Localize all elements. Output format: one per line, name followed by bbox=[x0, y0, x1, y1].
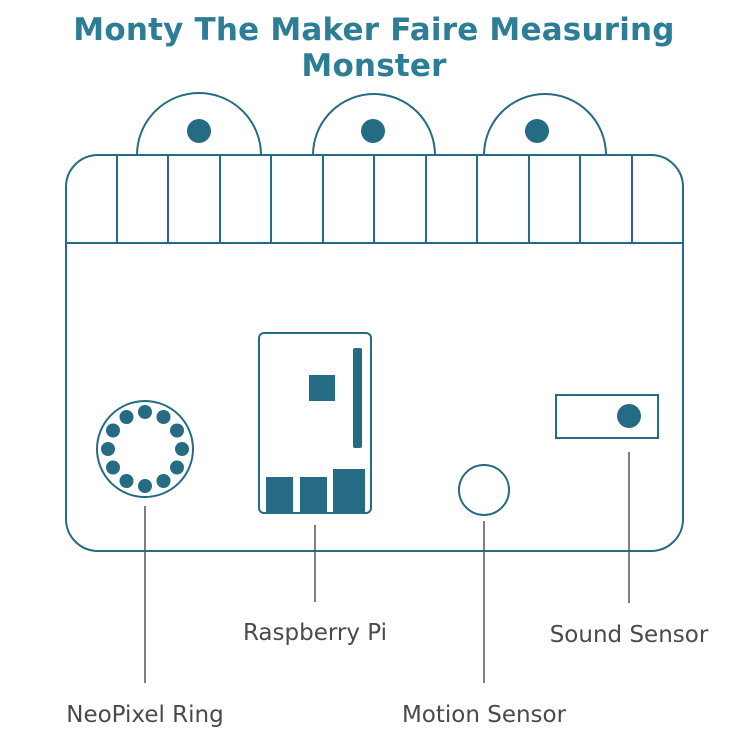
sound-sensor-label: Sound Sensor bbox=[550, 622, 709, 648]
sound-sensor-mic bbox=[617, 404, 641, 428]
sound-sensor bbox=[555, 394, 659, 439]
motion-sensor bbox=[458, 464, 510, 516]
pi-gpio-header bbox=[353, 348, 362, 448]
pi-port-3 bbox=[333, 469, 365, 513]
neopixel-leds bbox=[101, 405, 189, 493]
eye-middle-pupil bbox=[361, 119, 385, 143]
eye-left-pupil bbox=[187, 119, 211, 143]
pi-port-2 bbox=[300, 477, 327, 513]
eye-middle bbox=[312, 93, 436, 156]
eye-right bbox=[483, 93, 607, 156]
head-stripes bbox=[116, 155, 633, 243]
neopixel-label: NeoPixel Ring bbox=[66, 702, 224, 728]
neopixel-ring bbox=[96, 400, 194, 498]
motion-sensor-label: Motion Sensor bbox=[402, 702, 567, 728]
diagram-title: Monty The Maker Faire Measuring Monster bbox=[73, 12, 675, 84]
eye-left bbox=[136, 92, 262, 156]
raspberry-pi-label: Raspberry Pi bbox=[243, 620, 387, 646]
eye-right-pupil bbox=[525, 119, 549, 143]
pi-chip bbox=[309, 375, 335, 401]
pi-port-1 bbox=[266, 477, 293, 513]
